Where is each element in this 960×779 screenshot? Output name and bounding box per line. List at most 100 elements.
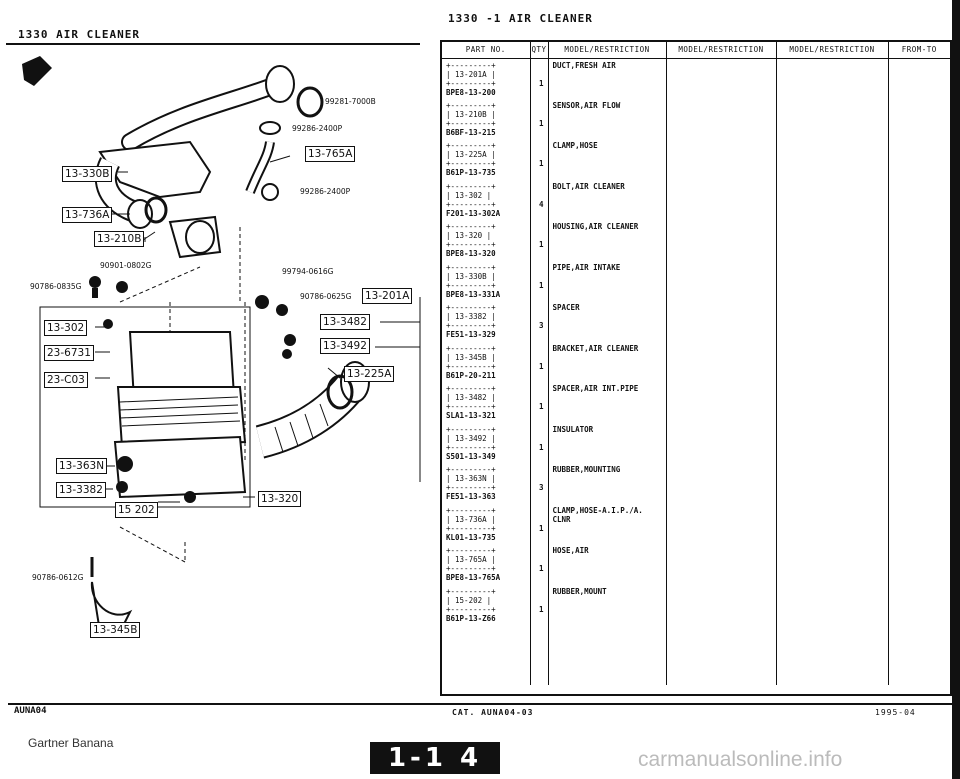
table-row: +---------+ | 13-736A | +---------+KL01-… xyxy=(442,503,950,545)
watermark-text: carmanualsonline.info xyxy=(638,748,843,771)
diagram-drawing xyxy=(6,43,421,633)
part-no-cell: +---------+ | 13-225A | +---------+B61P-… xyxy=(442,139,530,180)
model-cell xyxy=(665,544,776,585)
table-row: +---------+ | 13-3382 | +---------+FE51-… xyxy=(442,301,950,342)
part-number: B61P-20-211 xyxy=(446,370,496,380)
model-cell xyxy=(775,260,888,301)
part-no-cell: +---------+ | 15-202 | +---------+B61P-1… xyxy=(442,585,530,626)
part-number: FE51-13-363 xyxy=(446,492,496,501)
model-cell xyxy=(665,139,776,180)
part-number: FE51-13-329 xyxy=(446,330,496,339)
qty-cell: 1 xyxy=(529,341,548,382)
table-row: +---------+ | 15-202 | +---------+B61P-1… xyxy=(442,584,950,626)
from-to-cell xyxy=(887,260,950,301)
part-number: B6BF-13-215 xyxy=(446,127,496,137)
callout-13-225A: 13-225A xyxy=(344,366,395,382)
description-cell: HOSE,AIR xyxy=(547,544,666,585)
part-no-cell: +---------+ | 13-3382 | +---------+FE51-… xyxy=(442,301,530,342)
model-cell xyxy=(665,98,776,139)
qty-cell: 1 xyxy=(529,139,548,180)
callout-13-736A: 13-736A xyxy=(62,207,113,223)
ref-number: 13-736A xyxy=(455,514,487,524)
part-number: B61P-13-Z66 xyxy=(446,613,496,623)
description-cell: SPACER xyxy=(547,301,666,342)
callout-23-6731: 23-6731 xyxy=(44,345,94,361)
model-cell xyxy=(775,503,888,544)
model-cell xyxy=(775,98,888,139)
table-row: +---------+ | 13-363N | +---------+FE51-… xyxy=(442,463,950,504)
section-title-left: 1330 AIR CLEANER xyxy=(18,28,140,41)
part-no-cell: +---------+ | 13-736A | +---------+KL01-… xyxy=(442,504,530,545)
model-cell xyxy=(775,220,888,261)
ref-number: 13-3492 xyxy=(455,433,487,443)
from-to-cell xyxy=(887,503,950,544)
callout-13-210B: 13-210B xyxy=(94,231,145,247)
callout-23-C03: 23-C03 xyxy=(44,372,88,388)
from-to-cell xyxy=(887,220,950,261)
parts-table-frame: PART NO. QTY MODEL/RESTRICTION MODEL/RES… xyxy=(440,40,952,696)
ref-number: 13-363N xyxy=(455,474,487,483)
model-cell xyxy=(665,584,776,625)
catalog-date: 1995-04 xyxy=(875,708,916,717)
part-number-label: 90901-0802G xyxy=(100,261,152,270)
qty-cell: 3 xyxy=(529,301,548,342)
brand-text: Gartner Banana xyxy=(28,736,114,750)
model-cell xyxy=(775,544,888,585)
callout-13-363N: 13-363N xyxy=(56,458,108,474)
description-cell: CLAMP,HOSE-A.I.P./A. CLNR xyxy=(547,503,666,544)
description-cell: DUCT,FRESH AIR xyxy=(547,58,666,99)
from-to-cell xyxy=(887,179,950,220)
callout-15-202: 15 202 xyxy=(115,502,158,518)
table-row: +---------+ | 13-201A | +---------+BPE8-… xyxy=(442,58,950,99)
table-row: +---------+ | 13-320 | +---------+BPE8-1… xyxy=(442,220,950,261)
part-no-cell: +---------+ | 13-302 | +---------+F201-1… xyxy=(442,180,530,221)
model-cell xyxy=(665,301,776,342)
qty-cell: 4 xyxy=(529,179,548,220)
qty-cell: 1 xyxy=(529,58,548,99)
description-cell: INSULATOR xyxy=(547,422,666,463)
model-cell xyxy=(665,422,776,463)
description-cell: CLAMP,HOSE xyxy=(547,139,666,180)
table-header-row: PART NO. QTY MODEL/RESTRICTION MODEL/RES… xyxy=(442,42,950,59)
part-number: B61P-13-735 xyxy=(446,168,496,177)
part-no-cell: +---------+ | 13-363N | +---------+FE51-… xyxy=(442,463,530,504)
page-edge-bar xyxy=(952,0,960,779)
footer-rule xyxy=(8,703,952,705)
model-cell xyxy=(665,58,776,99)
callout-13-302: 13-302 xyxy=(44,320,88,336)
callout-13-201A: 13-201A xyxy=(362,288,413,304)
front-direction-icon xyxy=(22,56,52,86)
table-row: +---------+ | 13-345B | +---------+B61P-… xyxy=(442,341,950,382)
part-number: BPE8-13-765A xyxy=(446,573,501,582)
part-number: BPE8-13-331A xyxy=(446,289,501,299)
part-number-label: 90786-0612G xyxy=(32,573,84,582)
table-row: +---------+ | 13-225A | +---------+B61P-… xyxy=(442,139,950,180)
description-cell: SENSOR,AIR FLOW xyxy=(547,98,666,139)
model-cell xyxy=(775,382,888,423)
part-no-cell: +---------+ | 13-320 | +---------+BPE8-1… xyxy=(442,220,530,261)
ref-number: 13-330B xyxy=(455,271,487,281)
from-to-cell xyxy=(887,463,950,504)
ref-number: 13-210B xyxy=(455,109,487,119)
ref-number: 13-345B xyxy=(455,352,487,362)
callout-13-765A: 13-765A xyxy=(305,146,356,162)
from-to-cell xyxy=(887,544,950,585)
column-header: MODEL/RESTRICTION xyxy=(665,42,776,59)
ref-number: 13-3482 xyxy=(455,393,487,402)
column-header: PART NO. xyxy=(442,42,530,59)
callout-13-330B: 13-330B xyxy=(62,166,113,182)
table-filler-row xyxy=(442,625,950,685)
page-number: 1-1 4 xyxy=(370,742,500,774)
callout-13-345B: 13-345B xyxy=(90,622,141,638)
qty-cell: 1 xyxy=(529,260,548,301)
model-cell xyxy=(665,463,776,504)
ref-number: 13-225A xyxy=(455,150,487,159)
part-number: BPE8-13-320 xyxy=(446,249,496,258)
ref-number: 13-201A xyxy=(455,69,487,79)
qty-cell: 1 xyxy=(529,544,548,585)
part-number: BPE8-13-200 xyxy=(446,87,496,97)
description-cell: PIPE,AIR INTAKE xyxy=(547,260,666,301)
qty-cell: 1 xyxy=(529,584,548,625)
part-number-label: 99794-0616G xyxy=(282,267,334,276)
part-number: F201-13-302A xyxy=(446,208,501,218)
